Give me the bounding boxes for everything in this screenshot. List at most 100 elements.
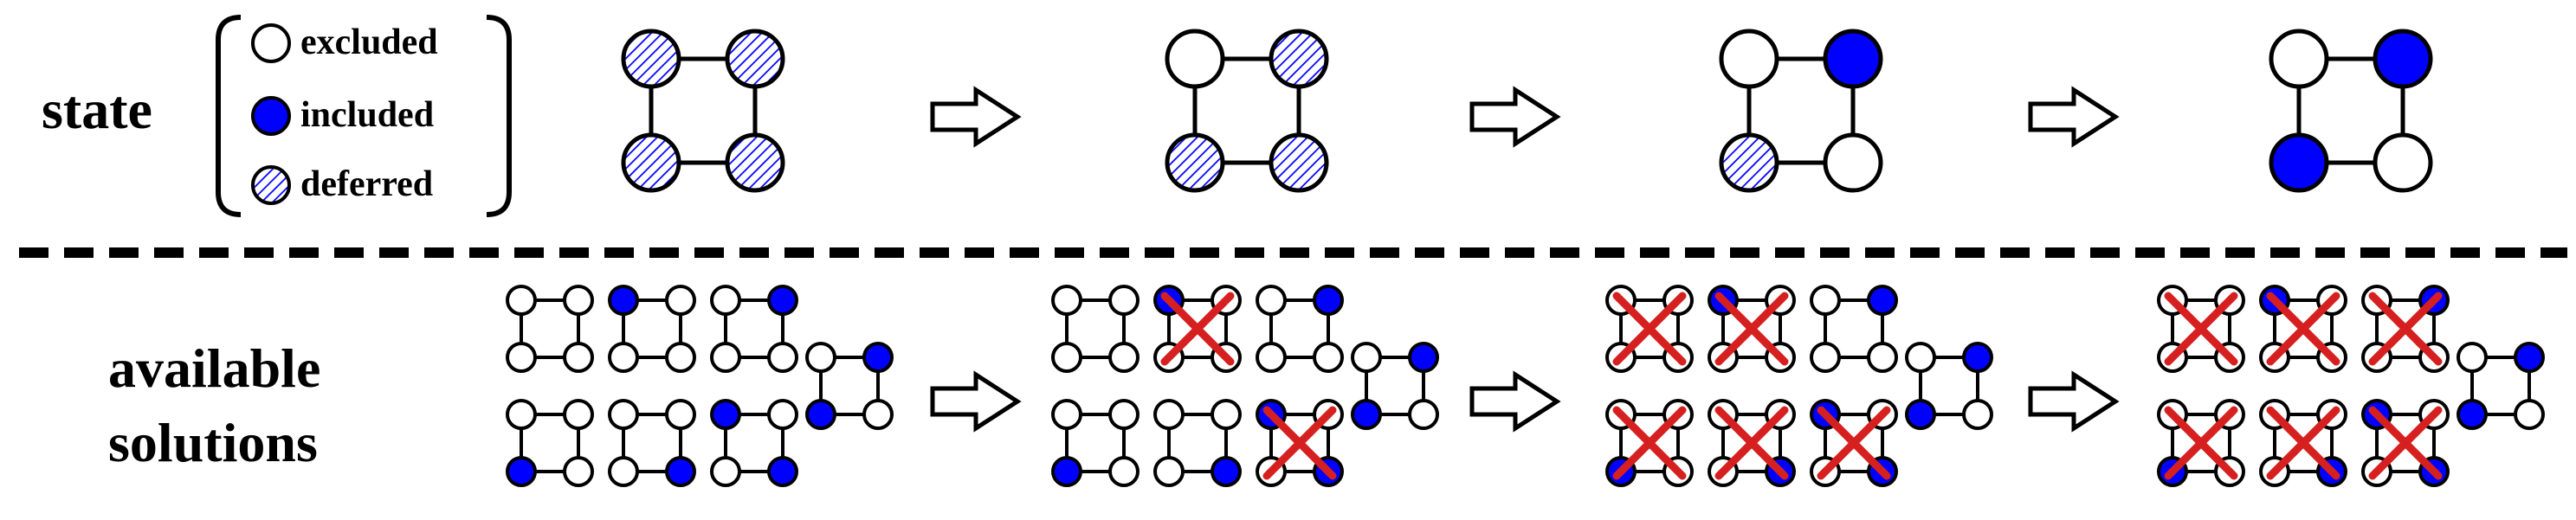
solution-step-arrow-3 — [2028, 370, 2120, 433]
node-top-left-included — [710, 399, 741, 430]
solution-step-arrow-1 — [930, 370, 1022, 433]
node-bottom-right-excluded — [563, 342, 594, 373]
state-graph-step-1 — [621, 29, 785, 193]
solution-candidate-7 — [1351, 342, 1439, 430]
node-bottom-right-excluded — [1962, 399, 1993, 430]
cross-mark — [2368, 292, 2443, 366]
node-bottom-left-excluded — [1153, 456, 1185, 487]
node-top-right-included — [2514, 342, 2545, 373]
node-top-right-included — [2373, 29, 2433, 89]
state-row-label: state — [42, 79, 152, 140]
node-top-right-included — [1962, 342, 1993, 373]
solution-candidate-2 — [1153, 285, 1242, 373]
legend-included-label: included — [300, 95, 434, 135]
state-graph-step-2 — [1165, 29, 1329, 193]
node-bottom-right-excluded — [1408, 399, 1439, 430]
cross-mark — [1612, 292, 1687, 366]
cross-mark — [2164, 406, 2238, 480]
node-top-right-excluded — [1211, 399, 1242, 430]
solution-candidate-5 — [608, 399, 696, 487]
solution-candidate-2 — [608, 285, 696, 373]
solution-candidate-1 — [1051, 285, 1140, 373]
solution-candidate-4 — [2157, 399, 2245, 487]
solution-candidate-1 — [2157, 285, 2245, 373]
node-bottom-right-excluded — [1108, 456, 1140, 487]
node-top-right-excluded — [665, 399, 696, 430]
legend-included-swatch — [251, 96, 291, 136]
cross-mark — [1612, 406, 1687, 480]
node-top-left-excluded — [608, 399, 639, 430]
node-bottom-left-excluded — [1051, 342, 1082, 373]
cross-mark — [1817, 406, 1891, 480]
state-graph-step-3 — [1719, 29, 1883, 193]
node-bottom-left-deferred — [1719, 132, 1779, 193]
cross-mark — [1262, 406, 1337, 480]
state-step-arrow-3 — [2028, 86, 2120, 148]
solution-candidate-2 — [2259, 285, 2347, 373]
node-top-left-excluded — [1256, 285, 1287, 316]
node-top-left-excluded — [1810, 285, 1841, 316]
node-bottom-left-excluded — [710, 342, 741, 373]
legend: excluded included deferred — [216, 15, 512, 217]
solution-set-step-1 — [506, 285, 894, 487]
node-top-left-excluded — [1153, 399, 1185, 430]
node-bottom-right-included — [665, 456, 696, 487]
solution-candidate-6 — [1256, 399, 1344, 487]
solution-candidate-5 — [2259, 399, 2347, 487]
node-bottom-left-included — [1905, 399, 1936, 430]
node-top-left-excluded — [1051, 285, 1082, 316]
solution-candidate-4 — [506, 399, 594, 487]
solution-step-arrow-2 — [1469, 370, 1561, 433]
node-top-right-excluded — [767, 399, 798, 430]
state-graph-step-4 — [2269, 29, 2433, 193]
step-arrows — [930, 86, 2120, 433]
solution-candidate-1 — [1605, 285, 1694, 373]
node-top-right-excluded — [1108, 285, 1140, 316]
solution-candidate-2 — [1708, 285, 1796, 373]
node-top-left-excluded — [506, 285, 537, 316]
node-bottom-left-deferred — [1165, 132, 1225, 193]
node-bottom-right-excluded — [665, 342, 696, 373]
node-top-right-excluded — [563, 399, 594, 430]
node-bottom-left-included — [2269, 132, 2329, 193]
state-step-arrow-1 — [930, 86, 1022, 148]
node-bottom-left-excluded — [1810, 342, 1841, 373]
node-bottom-right-excluded — [1108, 342, 1140, 373]
state-step-arrow-2 — [1469, 86, 1561, 148]
solutions-row-label-line2: solutions — [108, 412, 318, 473]
node-bottom-right-included — [767, 456, 798, 487]
cross-mark — [2368, 406, 2443, 480]
node-top-left-excluded — [1165, 29, 1225, 89]
solution-candidate-3 — [1810, 285, 1898, 373]
node-top-left-excluded — [710, 285, 741, 316]
node-bottom-right-excluded — [1823, 132, 1883, 193]
legend-excluded-label: excluded — [300, 22, 438, 62]
node-bottom-left-excluded — [710, 456, 741, 487]
node-top-left-excluded — [1351, 342, 1382, 373]
node-bottom-right-excluded — [1867, 342, 1898, 373]
solution-candidate-3 — [1256, 285, 1344, 373]
solution-set-step-2 — [1051, 285, 1439, 487]
node-top-left-excluded — [805, 342, 836, 373]
node-bottom-right-excluded — [2514, 399, 2545, 430]
node-top-right-included — [862, 342, 894, 373]
node-bottom-right-included — [1211, 456, 1242, 487]
solution-candidate-6 — [710, 399, 798, 487]
solution-candidate-6 — [1810, 399, 1898, 487]
solution-candidate-3 — [710, 285, 798, 373]
cross-mark — [2164, 292, 2238, 366]
legend-deferred-swatch — [251, 165, 291, 205]
node-top-left-included — [608, 285, 639, 316]
node-top-right-deferred — [1269, 29, 1329, 89]
node-bottom-left-included — [2457, 399, 2488, 430]
solution-set-step-3 — [1605, 285, 1993, 487]
solution-candidate-7 — [805, 342, 894, 430]
node-bottom-left-excluded — [506, 342, 537, 373]
node-top-right-excluded — [1108, 399, 1140, 430]
cross-mark — [1714, 406, 1789, 480]
cross-mark — [1160, 292, 1235, 366]
node-bottom-left-deferred — [621, 132, 681, 193]
node-top-right-included — [1823, 29, 1883, 89]
solution-candidate-7 — [1905, 342, 1993, 430]
solution-candidate-5 — [1708, 399, 1796, 487]
